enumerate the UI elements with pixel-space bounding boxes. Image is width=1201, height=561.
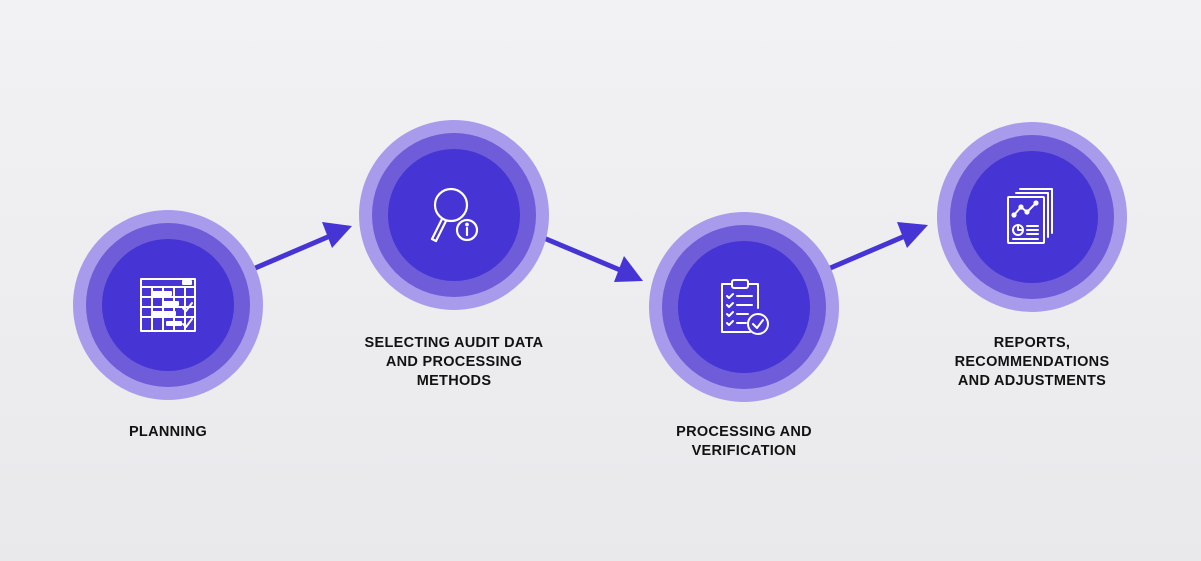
step-planning <box>73 210 263 400</box>
clipboard-check-icon <box>721 279 769 335</box>
ring-inner <box>388 149 520 281</box>
step-label-processing-verification: PROCESSING AND VERIFICATION <box>676 424 812 459</box>
magnifier-info-icon <box>430 187 479 243</box>
calendar-table-icon <box>140 278 196 332</box>
step-processing-verification <box>649 212 839 402</box>
ring-inner <box>678 241 810 373</box>
step-selecting-audit-data <box>359 120 549 310</box>
ring-inner <box>966 151 1098 283</box>
step-reports <box>937 122 1127 312</box>
report-documents-icon <box>1007 188 1053 244</box>
step-label-planning: PLANNING <box>128 424 208 440</box>
ring-inner <box>102 239 234 371</box>
step-label-selecting-audit-data: SELECTING AUDIT DATA AND PROCESSING METH… <box>364 335 544 389</box>
step-label-reports: REPORTS, RECOMMENDATIONS AND ADJUSTMENTS <box>954 335 1110 389</box>
